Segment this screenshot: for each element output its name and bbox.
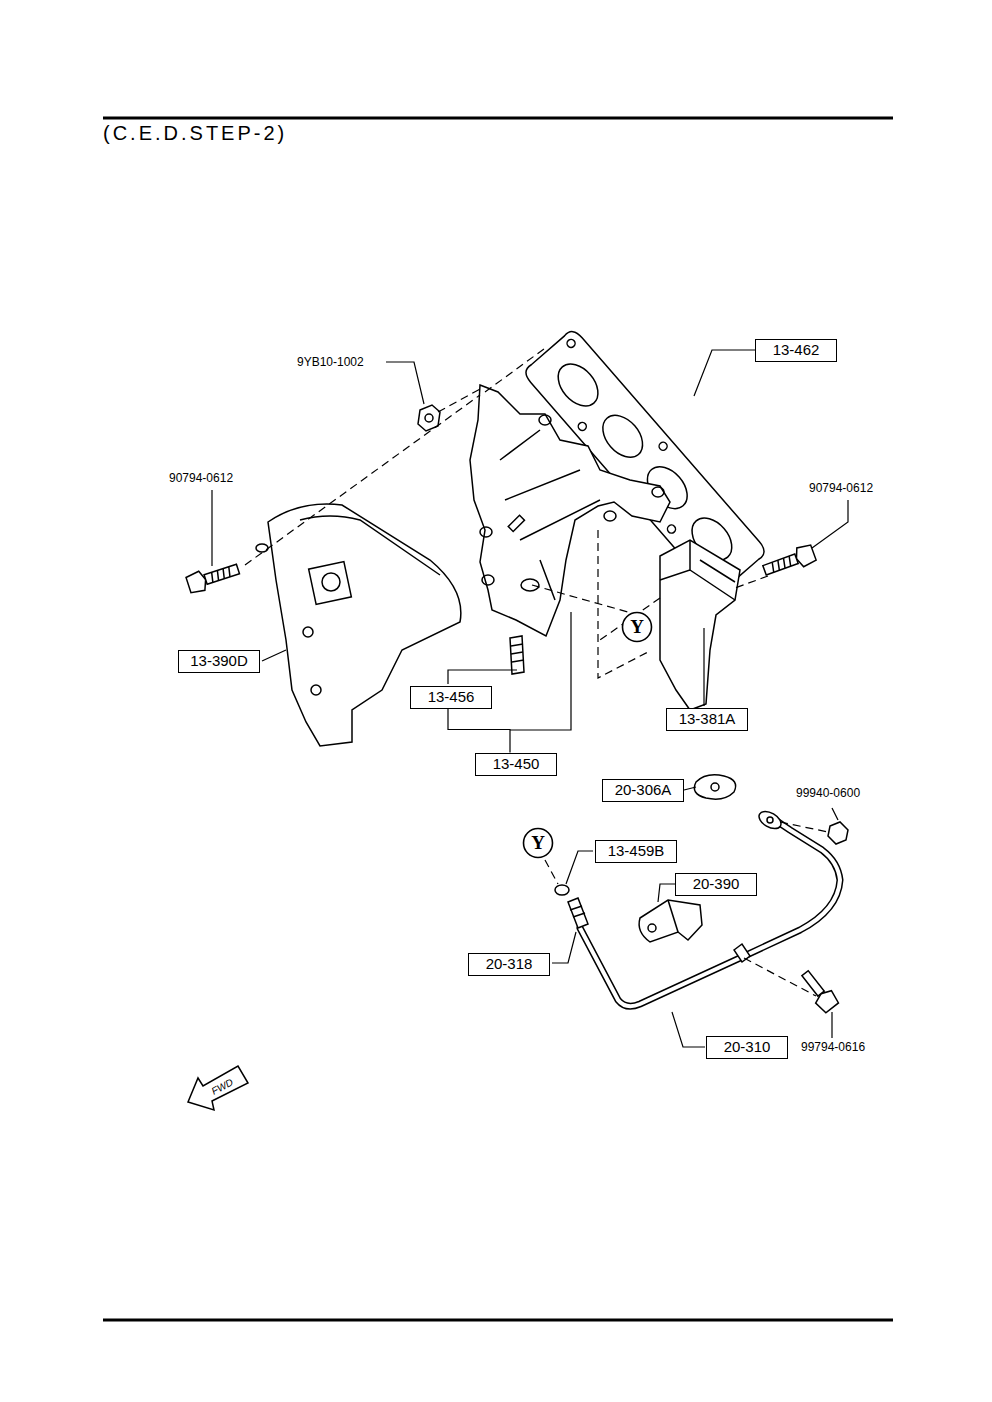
- callout-box: 20-390: [675, 873, 757, 896]
- reference-letter: Y: [522, 827, 554, 859]
- diagram-title: (C.E.D.STEP-2): [103, 122, 287, 145]
- reference-letter: Y: [621, 611, 653, 643]
- part-number: 99794-0616: [800, 1040, 866, 1054]
- callout-box: 13-390D: [178, 650, 260, 673]
- callout-number: 13-450: [493, 755, 540, 772]
- callout-box: 13-381A: [666, 708, 748, 731]
- callout-box: 13-459B: [595, 840, 677, 863]
- part-number: 90794-0612: [808, 481, 874, 495]
- callout-box: 20-318: [468, 953, 550, 976]
- callout-number: 13-390D: [190, 652, 248, 669]
- callout-number: 20-306A: [615, 781, 672, 798]
- callout-box: 13-462: [755, 339, 837, 362]
- reference-circle: Y: [522, 827, 554, 859]
- callout-box: 13-450: [475, 753, 557, 776]
- callout-box: 13-456: [410, 686, 492, 709]
- callout-number: 13-456: [428, 688, 475, 705]
- part-number: 9YB10-1002: [296, 355, 365, 369]
- callout-number: 13-462: [773, 341, 820, 358]
- leader-bracket: [448, 709, 510, 753]
- callout-number: 20-390: [693, 875, 740, 892]
- reference-circle: Y: [621, 611, 653, 643]
- callout-number: 20-318: [486, 955, 533, 972]
- callout-number: 20-310: [724, 1038, 771, 1055]
- callout-number: 13-381A: [679, 710, 736, 727]
- part-number: 99940-0600: [795, 786, 861, 800]
- callout-box: 20-306A: [602, 779, 684, 802]
- callout-number: 13-459B: [608, 842, 665, 859]
- callout-box: 20-310: [706, 1036, 788, 1059]
- part-number: 90794-0612: [168, 471, 234, 485]
